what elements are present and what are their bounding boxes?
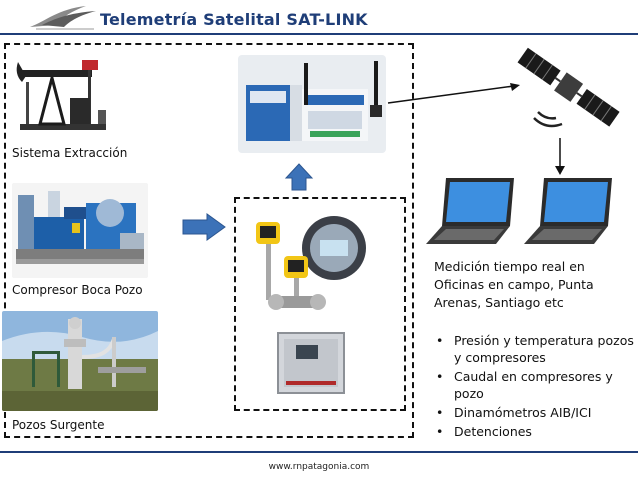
controller-cabinet-image [262,327,362,399]
flow-arrow-up [284,163,314,191]
header-rule [0,33,638,35]
compressor-image [12,183,148,278]
list-item-text: Dinamómetros AIB/ICI [454,405,592,420]
list-item-text: Presión y temperatura pozos y compresore… [454,333,634,365]
uplink-arrow [387,83,520,104]
source-label-pozos: Pozos Surgente [12,418,105,432]
footer-rule [0,451,638,453]
list-item: • Dinamómetros AIB/ICI [432,404,637,421]
downlink-arrow [555,138,565,175]
list-item: • Presión y temperatura pozos y compresor… [432,332,637,366]
pumpjack-image [12,48,112,138]
bullet-glyph: • [436,369,444,384]
wellhead-image [2,311,158,411]
monitoring-description: Medición tiempo real en Oficinas en camp… [434,259,594,310]
source-label-extraccion: Sistema Extracción [12,146,128,160]
list-item: • Caudal en compresores y pozo [432,368,637,402]
bullet-glyph: • [436,424,444,439]
source-label-compresor: Compresor Boca Pozo [12,283,143,297]
telemetry-device-image [238,55,386,153]
field-equipment-box [4,43,414,438]
logo-icon [30,6,96,30]
measurement-list: • Presión y temperatura pozos y compresor… [432,332,637,442]
instruments-box [234,197,406,411]
bullet-glyph: • [436,405,444,420]
bullet-glyph: • [436,333,444,348]
laptop-icon [524,178,612,244]
satellite-icon [517,47,620,128]
footer-url[interactable]: www.rnpatagonia.com [268,462,370,472]
laptop-icon [426,178,514,244]
list-item-text: Detenciones [454,424,532,439]
list-item: • Detenciones [432,423,637,440]
flow-arrow-right [182,213,226,241]
page-title: Telemetría Satelital SAT-LINK [100,10,368,29]
flow-meters-image [250,212,368,320]
list-item-text: Caudal en compresores y pozo [454,369,613,401]
